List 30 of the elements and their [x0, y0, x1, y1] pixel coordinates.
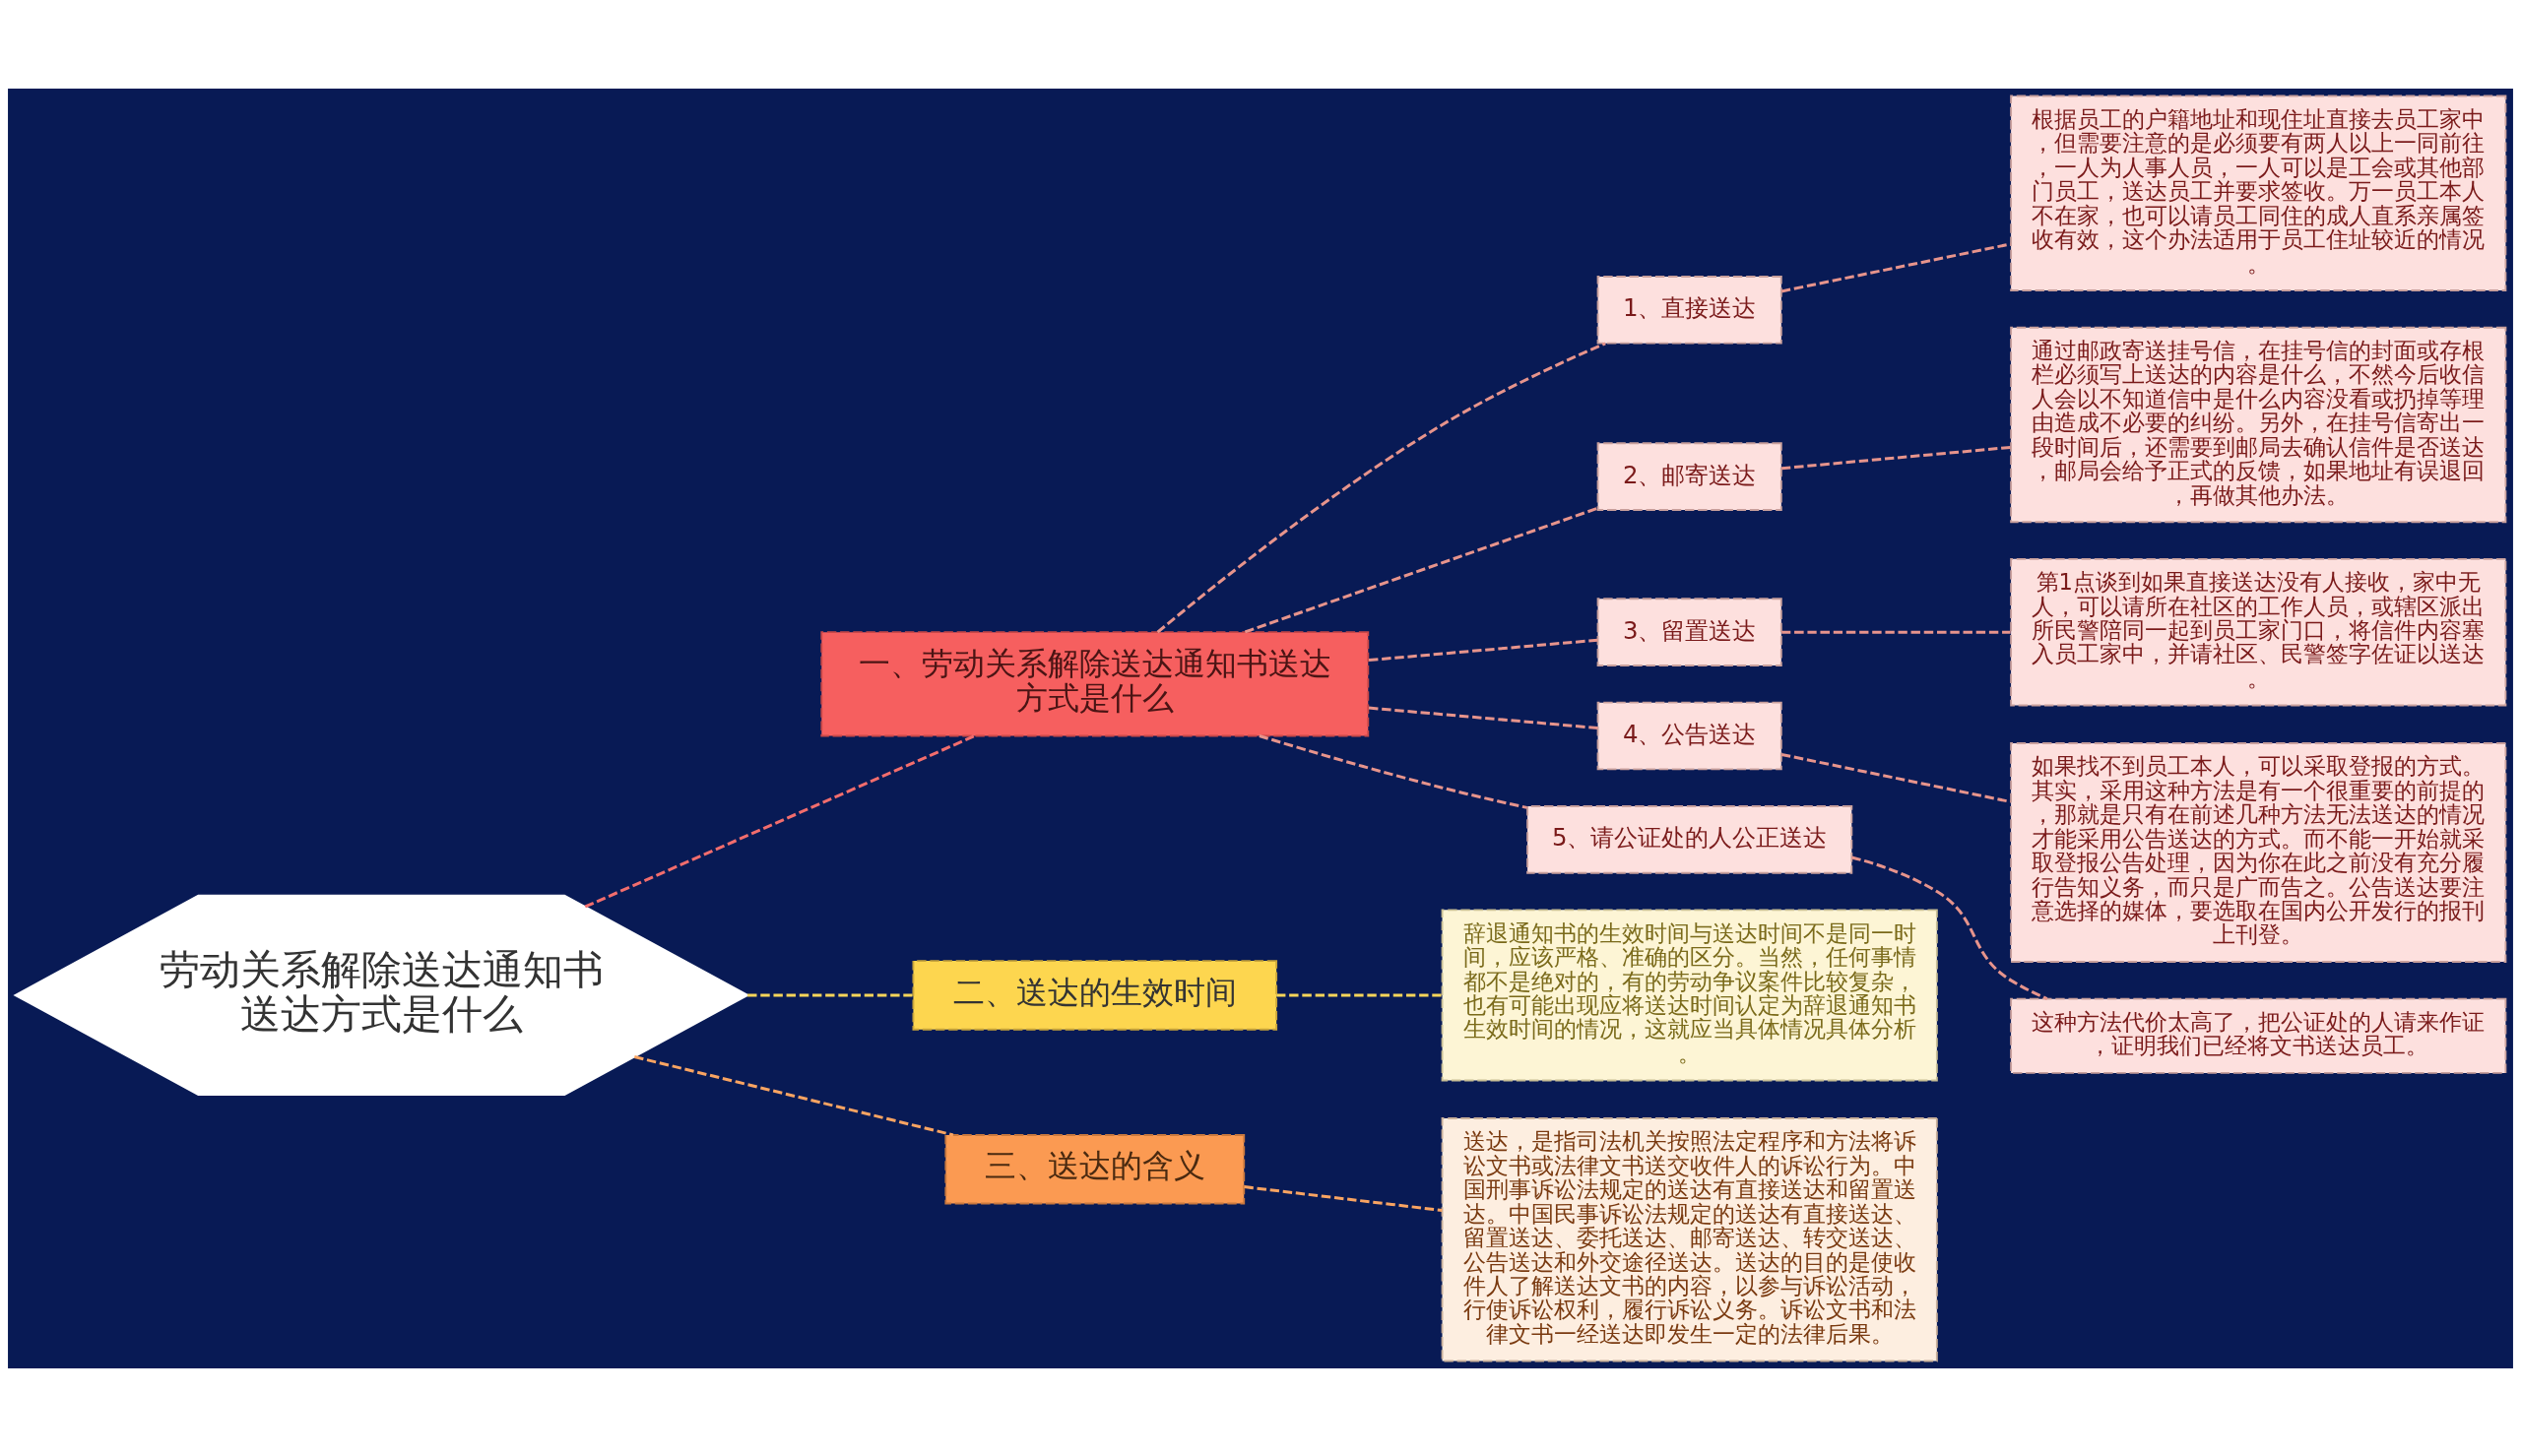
node-box: 这种方法代价太高了，把公证处的人请来作证，证明我们已经将文书送达员工。	[2010, 997, 2507, 1074]
node-box: 4、公告送达	[1596, 701, 1782, 770]
node-box: 送达，是指司法机关按照法定程序和方法将诉讼文书或法律文书送交收件人的诉讼行为。中国刑事诉讼法规定的送达有直接送达和留置送达。中国民事诉讼法规定的送达有直接送达、留置送达、委托送达、邮寄送达、转交送达、公告送达和外交途径送达。送达的目的是使收件人了解送达文书的内容，以参与诉讼活动，行使诉讼权利，履行诉讼义务。诉讼文书和法律文书一经送达即发生一定的法律后果。	[1441, 1116, 1938, 1361]
node-box: 5、请公证处的人公正送达	[1526, 804, 1853, 874]
node-box: 2、邮寄送达	[1596, 441, 1782, 511]
node-box: 二、送达的生效时间	[912, 959, 1278, 1031]
connector	[1368, 706, 1598, 729]
connector	[1780, 752, 2011, 803]
connector	[1781, 445, 2011, 470]
node-box: 如果找不到员工本人，可以采取登报的方式。其实，采用这种方法是有一个很重要的前提的，那就是只有在前述几种方法无法送达的情况才能采用公告送达的方式。而不能一开始就采取登报公告处理，因为你在此之前没有充分履行告知义务，而只是广而告之。公告送达要注意选择的媒体，要选取在国内公开发行的报刊上刊登。	[2010, 741, 2507, 963]
node-box: 根据员工的户籍地址和现住址直接去员工家中，但需要注意的是必须要有两人以上一同前往，一人为人事人员，一人可以是工会或其他部门员工，送达员工并要求签收。万一员工本人不在家，也可以请员工同住的成人直系亲属签收有效，这个办法适用于员工住址较近的情况。	[2010, 95, 2507, 291]
connector	[747, 992, 914, 996]
connector	[1276, 992, 1443, 996]
connector	[1781, 630, 2011, 634]
node-box: 第1点谈到如果直接送达没有人接收，家中无人，可以请所在社区的工作人员，或辖区派出所民警陪同一起到员工家门口，将信件内容塞入员工家中，并请社区、民警签字佐证以送达。	[2010, 557, 2507, 706]
connector	[1368, 638, 1598, 662]
node-box: 通过邮政寄送挂号信，在挂号信的封面或存根栏必须写上送达的内容是什么，不然今后收信人会以不知道信中是什么内容没看或扔掉等理由造成不必要的纠纷。另外，在挂号信寄出一段时间后，还需要到邮局去确认信件是否送达，邮局会给予正式的反馈，如果地址有误退回，再做其他办法。	[2010, 326, 2507, 523]
node-box: 三、送达的含义	[944, 1133, 1246, 1204]
connector	[1244, 1184, 1443, 1212]
connector	[584, 733, 976, 908]
connector	[1244, 506, 1598, 633]
node-box: 1、直接送达	[1596, 275, 1782, 345]
connector	[633, 1054, 954, 1136]
connector	[1780, 241, 2011, 292]
node-box: 3、留置送达	[1596, 597, 1782, 666]
connector	[1851, 855, 2048, 1000]
node-box: 辞退通知书的生效时间与送达时间不是同一时间，应该严格、准确的区分。当然，任何事情都不是绝对的，有的劳动争议案件比较复杂，也有可能出现应将送达时间认定为辞退通知书生效时间的情况，这就应当具体情况具体分析。	[1441, 908, 1938, 1081]
node-box: 一、劳动关系解除送达通知书送达方式是什么	[820, 630, 1370, 736]
connector	[1156, 341, 1606, 633]
connector	[1259, 733, 1527, 809]
